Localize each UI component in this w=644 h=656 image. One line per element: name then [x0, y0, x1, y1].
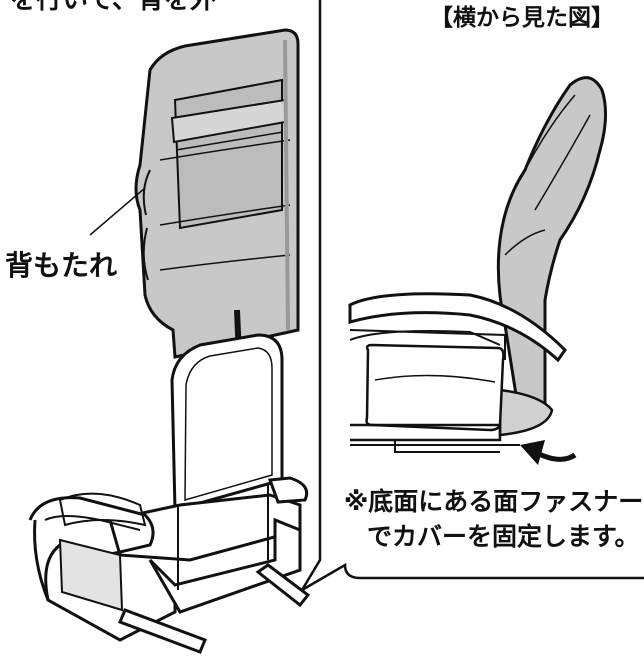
callout-panel-border — [300, 0, 644, 592]
backrest-label: 背もたれ — [5, 249, 117, 282]
curved-arrow-icon — [520, 440, 577, 465]
backrest-leader-line — [89, 187, 146, 236]
chair-leg-left — [118, 608, 207, 654]
side-view-chair-illustration — [348, 76, 607, 453]
note-line-1: ※底面にある面ファスナー — [344, 487, 643, 516]
left-armrest — [28, 496, 177, 642]
backrest-cover — [134, 28, 300, 359]
chair-back-frame — [170, 333, 284, 512]
right-armrest — [267, 476, 309, 504]
chair-assembly-illustration — [28, 28, 311, 654]
chair-seat — [108, 493, 302, 562]
chair-leg-right — [255, 563, 311, 608]
chair-base — [148, 517, 302, 614]
note-line-2: でカバーを固定します。 — [367, 522, 640, 551]
side-view-title: 【横から見た図】 — [430, 5, 614, 31]
top-left-fragment-text: を行いて、背を外 — [10, 0, 216, 15]
